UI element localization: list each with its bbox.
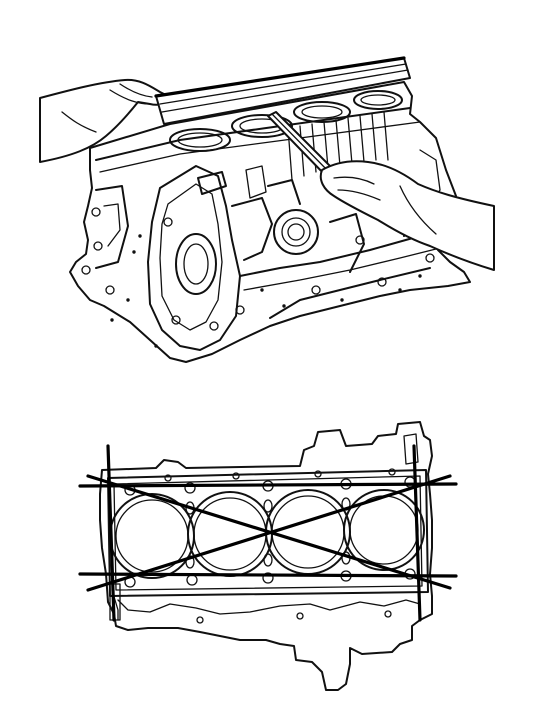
straightedge-icon	[154, 56, 411, 125]
deck-warpage-check-figure	[78, 421, 458, 691]
left-hand-icon	[39, 78, 173, 163]
measurement-lines	[78, 444, 458, 622]
front-housing	[147, 165, 245, 351]
cylinder-bore-group	[169, 90, 403, 152]
right-hand-icon	[319, 160, 495, 271]
oil-filter-boss	[273, 209, 319, 255]
engine-block-icon	[69, 81, 471, 363]
engine-block-straightedge-figure	[39, 56, 495, 363]
